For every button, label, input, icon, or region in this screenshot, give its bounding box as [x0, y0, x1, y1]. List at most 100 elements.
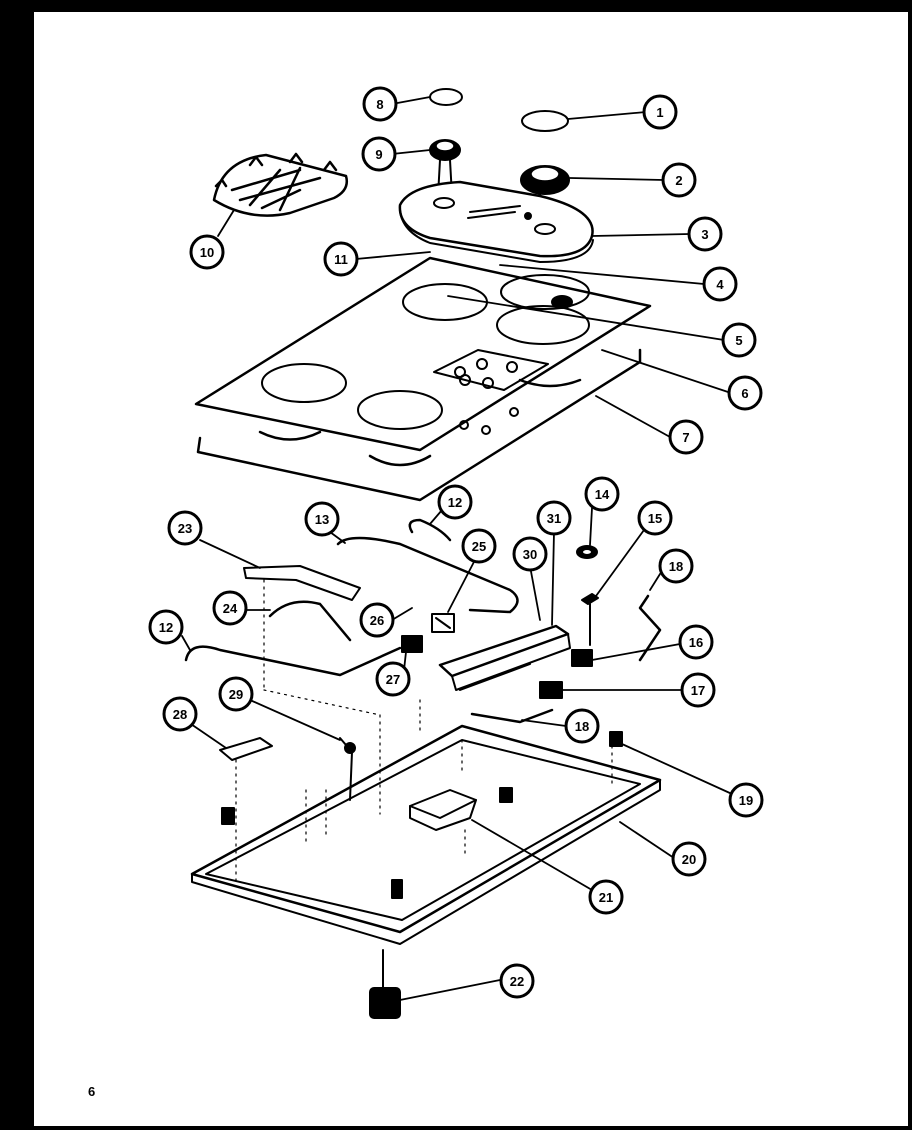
callout-12: 12 [437, 484, 473, 520]
callout-5: 5 [721, 322, 757, 358]
callout-circle [584, 476, 620, 512]
callout-17: 17 [680, 672, 716, 708]
callout-circle [588, 879, 624, 915]
seal-14 [576, 545, 598, 559]
callout-29: 29 [218, 676, 254, 712]
callout-8: 8 [362, 86, 398, 122]
callout-circle [658, 548, 694, 584]
callout-number: 29 [229, 687, 243, 702]
callout-circle [642, 94, 678, 130]
callout-21: 21 [588, 879, 624, 915]
callout-number: 21 [599, 890, 613, 905]
clip-right [499, 787, 513, 803]
callout-26: 26 [359, 602, 395, 638]
callout-9: 9 [361, 136, 397, 172]
callout-circle [512, 536, 548, 572]
page-number: 6 [88, 1084, 95, 1099]
clip-19 [609, 731, 623, 747]
callout-number: 24 [223, 601, 238, 616]
callout-number: 18 [669, 559, 683, 574]
spark-switch-16 [571, 649, 593, 667]
callout-2: 2 [661, 162, 697, 198]
assembly-lines [235, 579, 613, 881]
callout-25: 25 [461, 528, 497, 564]
callout-16: 16 [678, 624, 714, 660]
callout-number: 22 [510, 974, 524, 989]
callout-1: 1 [642, 94, 678, 130]
callout-number: 12 [448, 495, 462, 510]
callout-number: 5 [735, 333, 742, 348]
callout-24: 24 [212, 590, 248, 626]
callout-circle [304, 501, 340, 537]
callout-23: 23 [167, 510, 203, 546]
callout-28: 28 [162, 696, 198, 732]
callout-number: 11 [334, 252, 348, 267]
callout-number: 27 [386, 672, 400, 687]
callout-number: 26 [370, 613, 384, 628]
callout-6: 6 [727, 375, 763, 411]
callout-number: 6 [741, 386, 748, 401]
callout-number: 12 [159, 620, 173, 635]
callout-12: 12 [148, 609, 184, 645]
callout-number: 14 [595, 487, 610, 502]
clip-left [221, 807, 235, 825]
callout-10: 10 [189, 234, 225, 270]
callout-number: 25 [472, 539, 486, 554]
callout-number: 18 [575, 719, 589, 734]
callout-number: 20 [682, 852, 696, 867]
callout-number: 2 [675, 173, 682, 188]
bracket-28 [219, 737, 273, 761]
callout-circle [218, 676, 254, 712]
callout-circle [661, 162, 697, 198]
callout-number: 17 [691, 683, 705, 698]
callout-number: 1 [656, 105, 663, 120]
callout-circle [323, 241, 359, 277]
manifold-30 [438, 624, 571, 691]
callout-circle [671, 841, 707, 877]
valve-25 [431, 613, 455, 633]
callout-18: 18 [658, 548, 694, 584]
callout-7: 7 [668, 419, 704, 455]
callout-14: 14 [584, 476, 620, 512]
callout-circle [361, 136, 397, 172]
callout-number: 15 [648, 511, 662, 526]
callout-circle [687, 216, 723, 252]
callout-number: 10 [200, 245, 214, 260]
callout-circle [678, 624, 714, 660]
foot-22 [369, 949, 401, 1019]
callout-number: 28 [173, 707, 187, 722]
callout-3: 3 [687, 216, 723, 252]
callout-circle [564, 708, 600, 744]
tube-12-lower [184, 645, 402, 677]
callout-circle [189, 234, 225, 270]
valve-27 [401, 635, 423, 653]
cooktop-base [196, 348, 642, 502]
callout-circle [362, 86, 398, 122]
callout-circle [727, 375, 763, 411]
callout-number: 31 [547, 511, 561, 526]
callout-19: 19 [728, 782, 764, 818]
callout-number: 13 [315, 512, 329, 527]
callout-circle [461, 528, 497, 564]
callout-number: 7 [682, 430, 689, 445]
callout-circle [721, 322, 757, 358]
callout-15: 15 [637, 500, 673, 536]
callout-circle [702, 266, 738, 302]
burner-cap-large [521, 110, 569, 132]
callout-circle [359, 602, 395, 638]
callout-number: 16 [689, 635, 703, 650]
callout-number: 9 [375, 147, 382, 162]
callout-18: 18 [564, 708, 600, 744]
callout-27: 27 [375, 661, 411, 697]
callout-number: 4 [716, 277, 724, 292]
callout-number: 8 [376, 97, 383, 112]
callout-circle [637, 500, 673, 536]
gas-tube-13 [336, 536, 519, 614]
ignitor-15 [581, 593, 599, 646]
callout-circle [148, 609, 184, 645]
callout-number: 23 [178, 521, 192, 536]
bracket-23 [243, 565, 361, 601]
